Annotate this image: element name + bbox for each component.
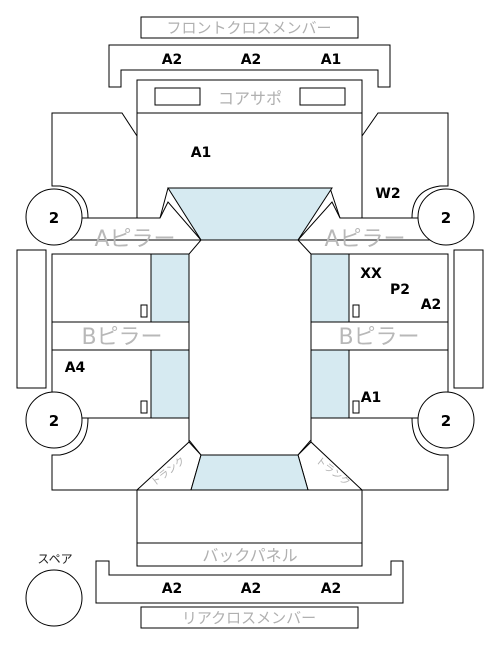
b-pillar-left-label: Bピラー [81,325,162,350]
left-front-door-glass [150,253,190,323]
front-cross-member-label: フロントクロスメンバー [166,19,331,37]
spare-tire [25,569,83,627]
grade-right-door-a2: A2 [421,297,442,313]
left-rear-door-handle [140,400,148,414]
tire-rear-right-value: 2 [441,412,451,430]
right-front-door-glass [310,253,350,323]
grade-front-member-left: A2 [162,52,183,68]
grade-front-member-center: A2 [241,52,262,68]
b-pillar-left-box [51,321,190,351]
rear-bumper-bracket [95,560,404,604]
back-panel-label: バックパネル [202,546,297,565]
core-support-label: コアサポ [218,89,282,108]
grade-right-rear: A1 [361,390,382,406]
front-bumper-bracket [108,44,391,88]
left-front-door-handle [140,304,148,318]
b-pillar-right-label: Bピラー [338,325,419,350]
tire-front-left-value: 2 [49,209,59,227]
tire-front-right-value: 2 [441,209,451,227]
left-rear-door-glass [150,349,190,419]
rear-cross-member-label: リアクロスメンバー [182,609,316,627]
b-pillar-right-box [310,321,449,351]
headlight-left [154,87,201,106]
back-panel-box [136,542,363,567]
grade-right-front-fender: W2 [375,186,400,202]
tire-front-right [417,188,475,246]
grade-rear-member-center: A2 [241,581,262,597]
grade-rear-member-left: A2 [162,581,183,597]
tire-rear-left [25,391,83,449]
right-side-sill [453,249,484,389]
tire-front-left [25,188,83,246]
right-front-door-handle [352,304,360,318]
tire-rear-left-value: 2 [49,412,59,430]
grade-hood: A1 [191,145,212,161]
headlight-right [299,87,346,106]
front-cross-member-box [140,16,359,39]
grade-left-rear: A4 [65,360,86,376]
grade-rear-member-right: A2 [321,581,342,597]
roof-panel [188,239,312,456]
right-rear-door-glass [310,349,350,419]
a-pillar-left-label: Aピラー [94,227,175,252]
spare-label: スペア [37,552,72,566]
rear-cross-member-box [140,606,359,629]
rear-window [190,454,309,491]
grade-right-door-p2: P2 [390,282,410,298]
a-pillar-right-label: Aピラー [324,227,405,252]
left-side-sill [16,249,47,389]
trunk-lid [136,489,363,544]
grade-right-door-xx: XX [360,266,382,282]
right-rear-door-handle [352,400,360,414]
tire-rear-right [417,391,475,449]
grade-front-member-right: A1 [321,52,342,68]
